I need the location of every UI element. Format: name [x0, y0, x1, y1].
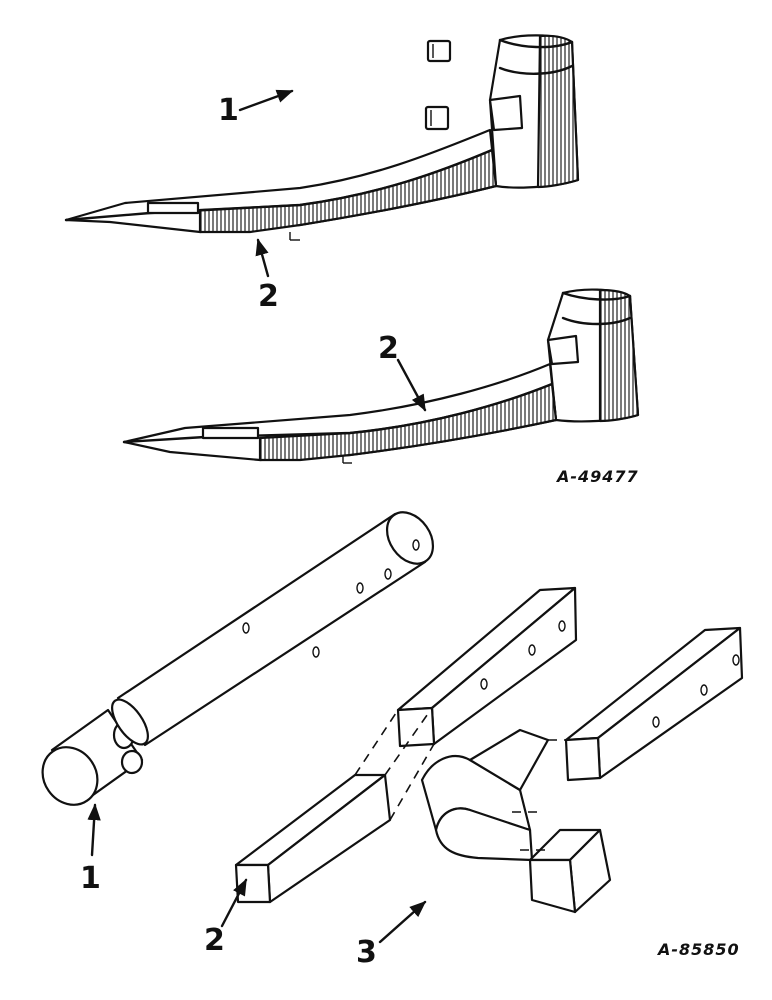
nut-bottom-icon — [424, 105, 450, 131]
shank-upper-drawing — [64, 34, 580, 241]
callout-u-bolt: 1 — [218, 93, 239, 128]
callout-square-bar: 2 — [204, 923, 225, 958]
callout-shank-upper: 2 — [258, 279, 279, 314]
callout-round-bar: 1 — [80, 861, 101, 896]
round-bar-drawing — [41, 511, 435, 806]
figure-code-top: A-49477 — [555, 467, 639, 486]
bent-bar-drawing — [420, 626, 744, 914]
square-bar-drawing — [234, 586, 578, 904]
callout-bent-bar: 3 — [356, 935, 377, 970]
u-bolt-drawing — [296, 39, 452, 131]
callout-shank-lower: 2 — [378, 331, 399, 366]
bottom-figure: 1 2 3 A-85850 — [41, 511, 744, 970]
shank-lower-drawing — [122, 288, 640, 464]
nut-top-icon — [426, 39, 452, 63]
top-figure: 1 2 2 A-49477 — [64, 34, 640, 486]
figure-code-bottom: A-85850 — [656, 940, 740, 959]
